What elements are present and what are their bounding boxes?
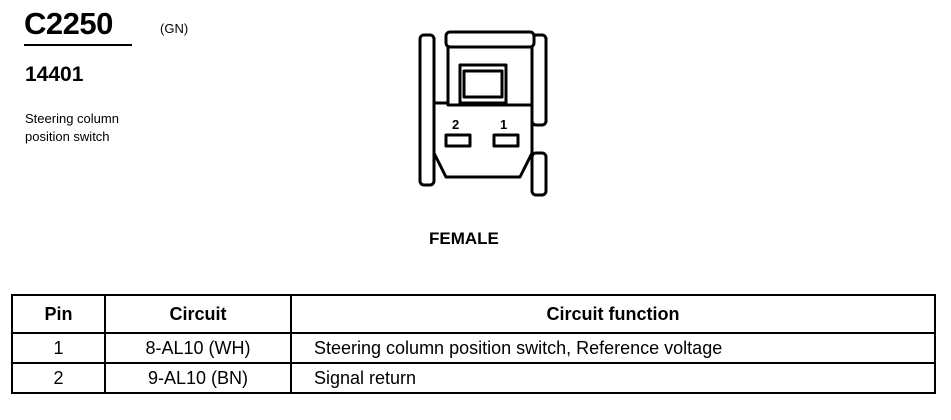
pin-cell: 2 [11,362,106,394]
right-latch-upper [530,33,548,127]
function-cell: Steering column position switch, Referen… [290,332,936,364]
table-row: 1 8-AL10 (WH) Steering column position s… [11,332,936,364]
cavity-label-1: 1 [500,117,507,132]
function-cell: Signal return [290,362,936,394]
cavity-label-2: 2 [452,117,459,132]
cavity-2 [444,133,472,148]
pin-cell: 1 [11,332,106,364]
lock-window-inner [462,69,504,99]
connector-gender-label: FEMALE [429,229,499,248]
pinout-table: Pin Circuit Circuit function 1 8-AL10 (W… [11,294,936,394]
connector-face-drawing: 2 1 [418,30,548,197]
header-circuit-function: Circuit function [290,294,936,334]
header-pin: Pin [11,294,106,334]
table-row: 2 9-AL10 (BN) Signal return [11,362,936,394]
circuit-cell: 8-AL10 (WH) [104,332,292,364]
part-number: 14401 [25,63,84,86]
left-latch [418,33,436,187]
connector-color-code: (GN) [160,21,189,36]
lock-tab [444,30,536,49]
cavity-1 [492,133,520,148]
description-line-1: Steering column [25,111,119,126]
connector-description: Steering column position switch [25,110,195,146]
description-line-2: position switch [25,129,110,144]
header-circuit: Circuit [104,294,292,334]
connector-id-underline [24,44,132,46]
connector-id: C2250 [24,6,113,41]
circuit-cell: 9-AL10 (BN) [104,362,292,394]
table-header-row: Pin Circuit Circuit function [11,294,936,334]
right-latch-lower [530,151,548,197]
